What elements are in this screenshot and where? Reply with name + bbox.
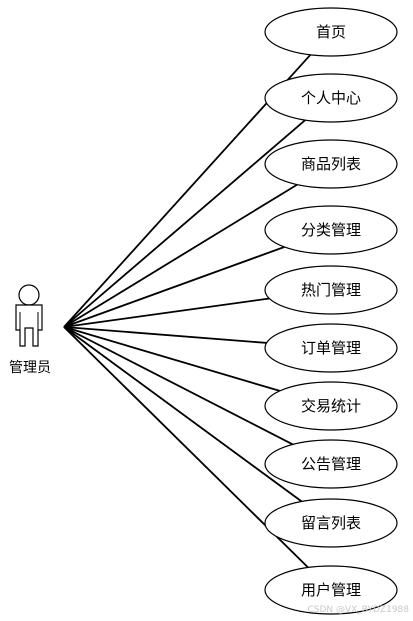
use-case-ellipse bbox=[264, 439, 398, 489]
association-lines bbox=[63, 54, 312, 569]
use-case-ellipse bbox=[264, 323, 398, 373]
use-case: 商品列表 bbox=[264, 139, 398, 189]
use-case: 热门管理 bbox=[264, 265, 398, 315]
use-case: 分类管理 bbox=[264, 205, 398, 255]
actor-admin: 管理员 bbox=[9, 284, 51, 376]
use-case-label: 个人中心 bbox=[301, 89, 361, 107]
use-case-label: 分类管理 bbox=[301, 221, 361, 239]
use-case-ellipse bbox=[264, 7, 398, 57]
association-line bbox=[63, 326, 281, 392]
association-line bbox=[63, 246, 285, 328]
use-case: 交易统计 bbox=[264, 381, 398, 431]
actor-head bbox=[18, 284, 40, 306]
association-line bbox=[63, 183, 298, 328]
use-case-ellipse bbox=[264, 139, 398, 189]
watermark: CSDN @VX_BYDZ1988 bbox=[307, 605, 409, 615]
association-line bbox=[63, 326, 267, 344]
use-case-label: 用户管理 bbox=[301, 581, 361, 599]
use-case-label: 订单管理 bbox=[301, 339, 361, 357]
use-case: 个人中心 bbox=[264, 73, 398, 123]
use-case-label: 公告管理 bbox=[301, 455, 361, 473]
use-case-label: 交易统计 bbox=[301, 397, 361, 415]
use-case: 公告管理 bbox=[264, 439, 398, 489]
association-line bbox=[63, 297, 270, 328]
use-case: 用户管理 bbox=[264, 565, 398, 615]
use-case-label: 首页 bbox=[316, 23, 346, 41]
use-case-label: 热门管理 bbox=[301, 281, 361, 299]
use-case: 首页 bbox=[264, 7, 398, 57]
association-line bbox=[63, 326, 294, 446]
use-case-ellipse bbox=[264, 381, 398, 431]
use-case-ellipse bbox=[264, 73, 398, 123]
association-line bbox=[63, 119, 306, 328]
use-case: 订单管理 bbox=[264, 323, 398, 373]
use-case-ellipse bbox=[264, 205, 398, 255]
use-case-ellipse bbox=[264, 265, 398, 315]
use-case-ellipse bbox=[264, 565, 398, 615]
actor-label: 管理员 bbox=[9, 360, 51, 376]
use-case-ellipse bbox=[264, 498, 398, 548]
association-line bbox=[63, 326, 303, 503]
use-case: 留言列表 bbox=[264, 498, 398, 548]
use-case-label: 留言列表 bbox=[301, 514, 361, 532]
use-case-label: 商品列表 bbox=[301, 155, 361, 173]
